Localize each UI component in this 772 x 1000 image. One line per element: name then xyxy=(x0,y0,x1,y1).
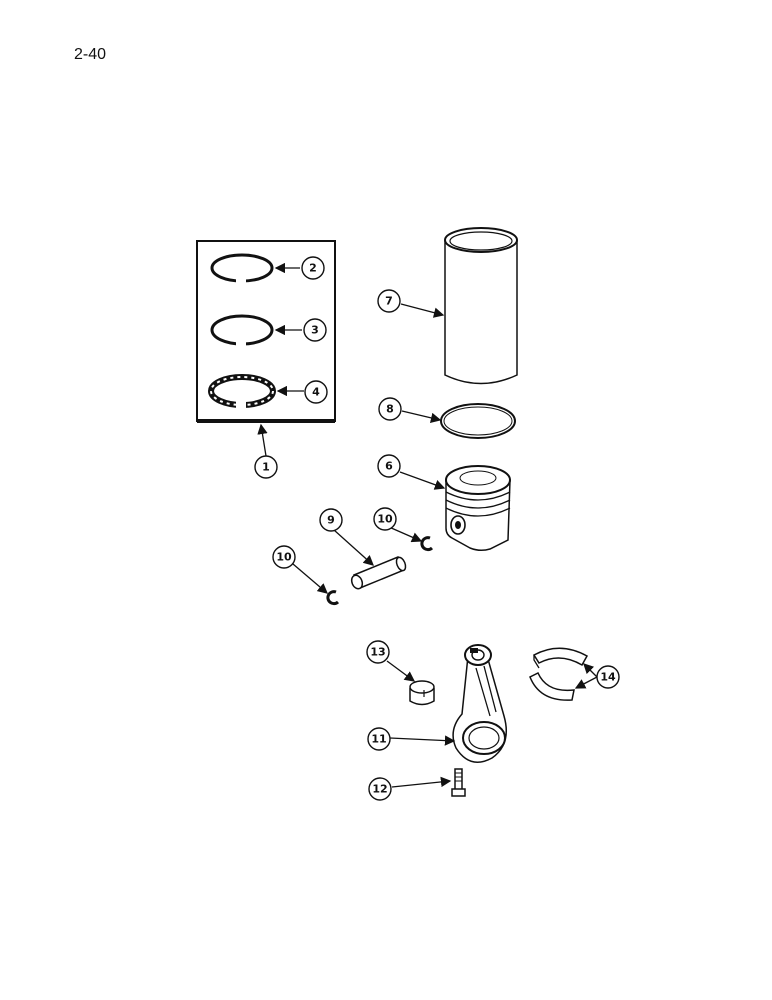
snap-ring-right xyxy=(420,536,434,552)
svg-text:1: 1 xyxy=(262,461,270,474)
callout-11: 11 xyxy=(367,727,391,751)
callout-14: 14 xyxy=(596,665,620,689)
callout-7: 7 xyxy=(377,289,401,313)
callout-1: 1 xyxy=(254,455,278,479)
page-number: 2-40 xyxy=(74,46,107,63)
cylinder-liner xyxy=(444,227,518,385)
piston-ring-second xyxy=(210,314,274,347)
svg-text:11: 11 xyxy=(371,733,386,746)
callout-6: 6 xyxy=(377,454,401,478)
svg-text:10: 10 xyxy=(276,551,292,564)
callout-9: 9 xyxy=(319,508,343,532)
connecting-rod-bolt xyxy=(451,768,466,797)
callout-3: 3 xyxy=(303,318,327,342)
svg-text:3: 3 xyxy=(311,324,319,337)
connecting-rod xyxy=(452,644,507,763)
piston-ring-top xyxy=(210,253,274,284)
svg-text:4: 4 xyxy=(312,386,320,399)
svg-text:8: 8 xyxy=(386,403,394,416)
connecting-rod-bearing-shells xyxy=(529,647,589,701)
svg-text:10: 10 xyxy=(377,513,393,526)
svg-text:9: 9 xyxy=(327,514,335,527)
piston-pin xyxy=(350,556,407,590)
callout-4: 4 xyxy=(304,380,328,404)
callout-12: 12 xyxy=(368,777,392,801)
svg-text:13: 13 xyxy=(370,646,385,659)
callout-10-right: 10 xyxy=(373,507,397,531)
snap-ring-left xyxy=(326,590,340,606)
svg-text:7: 7 xyxy=(385,295,393,308)
callout-8: 8 xyxy=(378,397,402,421)
liner-seal-ring xyxy=(440,403,516,439)
svg-text:2: 2 xyxy=(309,262,317,275)
callout-13: 13 xyxy=(366,640,390,664)
piston-ring-oil xyxy=(208,374,276,409)
svg-text:14: 14 xyxy=(600,671,616,684)
piston xyxy=(445,465,511,552)
callout-10-left: 10 xyxy=(272,545,296,569)
connecting-rod-bushing xyxy=(409,680,435,706)
svg-text:6: 6 xyxy=(385,460,393,473)
svg-text:12: 12 xyxy=(372,783,387,796)
callout-2: 2 xyxy=(301,256,325,280)
piston-ring-set xyxy=(196,240,336,423)
